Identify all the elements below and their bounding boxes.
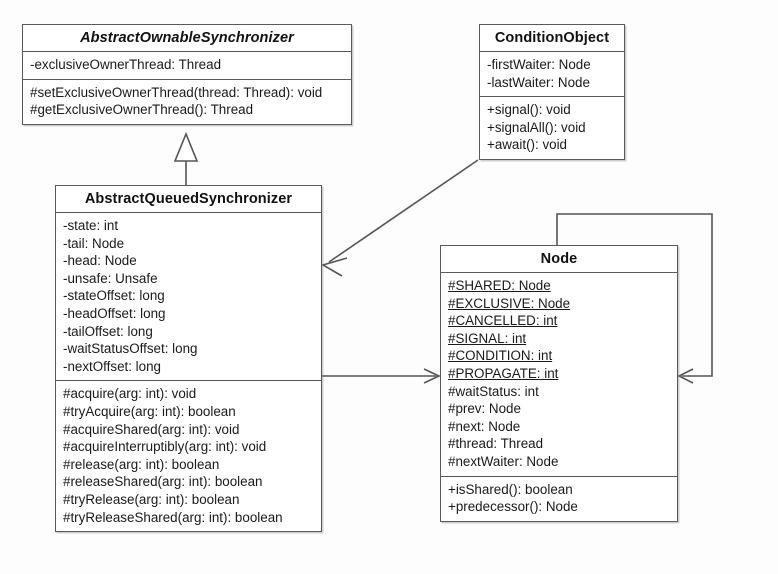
class-method: #releaseShared(arg: int): boolean — [63, 474, 263, 490]
class-attribute: -tailOffset: long — [63, 323, 153, 339]
class-attributes-condition-object: -firstWaiter: Node -lastWaiter: Node — [480, 52, 624, 98]
class-methods-abstract-ownable-synchronizer: #setExclusiveOwnerThread(thread: Thread)… — [23, 80, 351, 124]
class-method: #tryAcquire(arg: int): boolean — [63, 403, 236, 419]
class-attribute: -exclusiveOwnerThread: Thread — [30, 57, 222, 72]
class-attribute: -stateOffset: long — [63, 288, 165, 304]
class-attribute: -unsafe: Unsafe — [63, 270, 158, 286]
class-attributes-abstract-queued-synchronizer: -state: int -tail: Node -head: Node -uns… — [56, 213, 321, 382]
class-method: +isShared(): boolean — [448, 481, 573, 497]
class-attribute: -head: Node — [63, 253, 137, 269]
class-attribute-static: #SHARED: Node — [448, 278, 551, 293]
class-method: +signal(): void — [487, 102, 571, 118]
class-method: #getExclusiveOwnerThread(): Thread — [30, 102, 254, 118]
class-box-condition-object[interactable]: ConditionObject -firstWaiter: Node -last… — [479, 24, 625, 160]
class-attribute: -headOffset: long — [63, 305, 166, 321]
class-attributes-node: #SHARED: Node #EXCLUSIVE: Node #CANCELLE… — [441, 273, 677, 477]
class-title-condition-object: ConditionObject — [480, 25, 624, 52]
class-attribute-static: #CANCELLED: int — [448, 313, 558, 329]
class-method: +signalAll(): void — [487, 119, 586, 135]
class-title-abstract-ownable-synchronizer: AbstractOwnableSynchronizer — [23, 25, 351, 52]
class-method: #tryRelease(arg: int): boolean — [63, 491, 240, 507]
class-attribute: -tail: Node — [63, 235, 125, 251]
class-method: #acquireShared(arg: int): void — [63, 421, 240, 437]
class-attribute: -nextOffset: long — [63, 358, 162, 374]
class-attribute-static: #SIGNAL: int — [448, 330, 527, 346]
class-box-abstract-queued-synchronizer[interactable]: AbstractQueuedSynchronizer -state: int -… — [55, 185, 322, 533]
relationship-association-aqs-node — [322, 368, 441, 384]
relationship-association-conditionobject-aqs — [320, 159, 479, 277]
class-attributes-abstract-ownable-synchronizer: -exclusiveOwnerThread: Thread — [23, 52, 351, 80]
class-attribute: -state: int — [63, 218, 119, 233]
class-methods-condition-object: +signal(): void +signalAll(): void +awai… — [480, 97, 624, 159]
class-attribute: #prev: Node — [448, 401, 521, 417]
relationship-generalization-aqs-aos — [173, 131, 199, 185]
class-box-abstract-ownable-synchronizer[interactable]: AbstractOwnableSynchronizer -exclusiveOw… — [22, 24, 352, 125]
class-attribute-static: #CONDITION: int — [448, 348, 553, 364]
class-method: #acquireInterruptibly(arg: int): void — [63, 439, 267, 455]
class-box-node[interactable]: Node #SHARED: Node #EXCLUSIVE: Node #CAN… — [440, 245, 678, 522]
class-title-abstract-queued-synchronizer: AbstractQueuedSynchronizer — [56, 186, 321, 213]
class-attribute: #nextWaiter: Node — [448, 453, 559, 469]
class-attribute: #waitStatus: int — [448, 383, 539, 399]
class-attribute: -lastWaiter: Node — [487, 74, 590, 90]
class-method: +predecessor(): Node — [448, 499, 578, 515]
class-attribute-static: #PROPAGATE: int — [448, 365, 559, 381]
class-methods-abstract-queued-synchronizer: #acquire(arg: int): void #tryAcquire(arg… — [56, 381, 321, 531]
class-method: #release(arg: int): boolean — [63, 456, 220, 472]
class-attribute: -firstWaiter: Node — [487, 57, 591, 72]
class-attribute: #thread: Thread — [448, 436, 544, 452]
class-method: #setExclusiveOwnerThread(thread: Thread)… — [30, 84, 323, 100]
class-method: #tryReleaseShared(arg: int): boolean — [63, 509, 283, 525]
relationship-self-association-node — [556, 213, 713, 384]
class-attribute: #next: Node — [448, 418, 521, 434]
class-methods-node: +isShared(): boolean +predecessor(): Nod… — [441, 477, 677, 521]
class-method: #acquire(arg: int): void — [63, 386, 197, 402]
class-method: +await(): void — [487, 137, 568, 153]
class-attribute-static: #EXCLUSIVE: Node — [448, 295, 571, 311]
class-title-node: Node — [441, 246, 677, 273]
class-attribute: -waitStatusOffset: long — [63, 341, 198, 357]
